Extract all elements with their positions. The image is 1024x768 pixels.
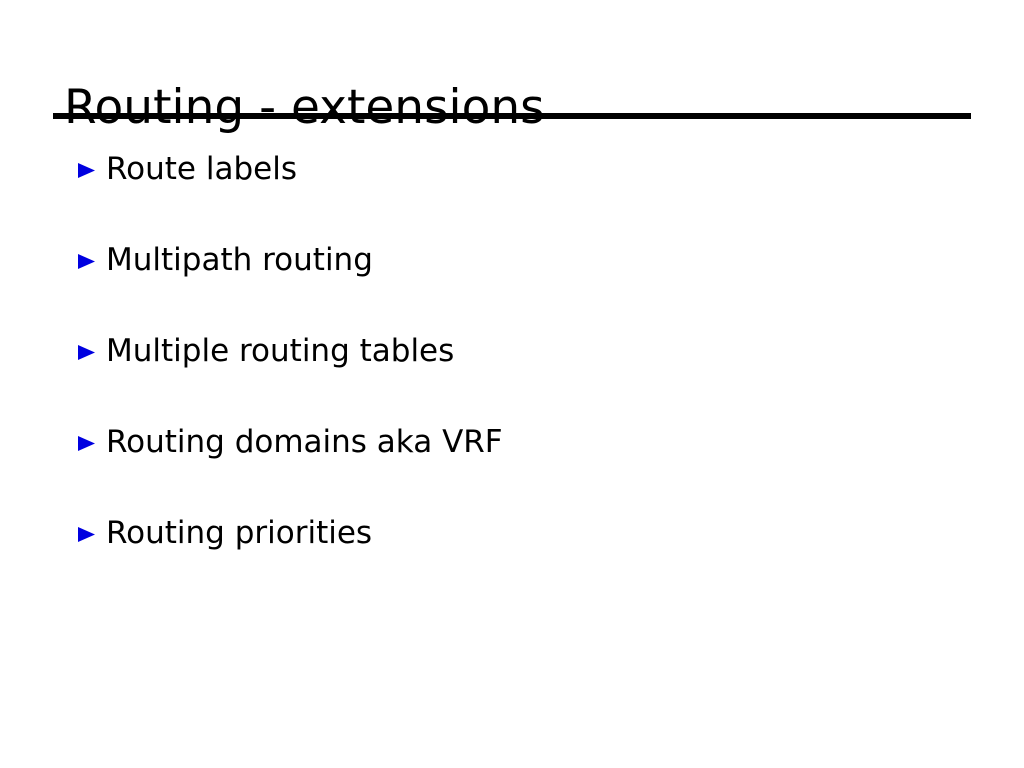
blue-triangle-bullet-icon bbox=[78, 425, 106, 451]
list-item: Routing priorities bbox=[78, 516, 978, 607]
blue-triangle-bullet-icon bbox=[78, 516, 106, 542]
page-title: Routing - extensions bbox=[64, 80, 545, 136]
list-item-label: Multipath routing bbox=[106, 242, 373, 278]
list-item: Multipath routing bbox=[78, 243, 978, 334]
list-item-label: Route labels bbox=[106, 151, 297, 187]
list-item: Multiple routing tables bbox=[78, 334, 978, 425]
bullet-list: Route labels Multipath routing Multiple … bbox=[78, 152, 978, 607]
title-divider bbox=[53, 113, 971, 119]
blue-triangle-bullet-icon bbox=[78, 243, 106, 269]
list-item: Routing domains aka VRF bbox=[78, 425, 978, 516]
blue-triangle-bullet-icon bbox=[78, 334, 106, 360]
list-item-label: Multiple routing tables bbox=[106, 333, 455, 369]
list-item: Route labels bbox=[78, 152, 978, 243]
list-item-label: Routing priorities bbox=[106, 515, 373, 551]
blue-triangle-bullet-icon bbox=[78, 152, 106, 178]
list-item-label: Routing domains aka VRF bbox=[106, 424, 503, 460]
